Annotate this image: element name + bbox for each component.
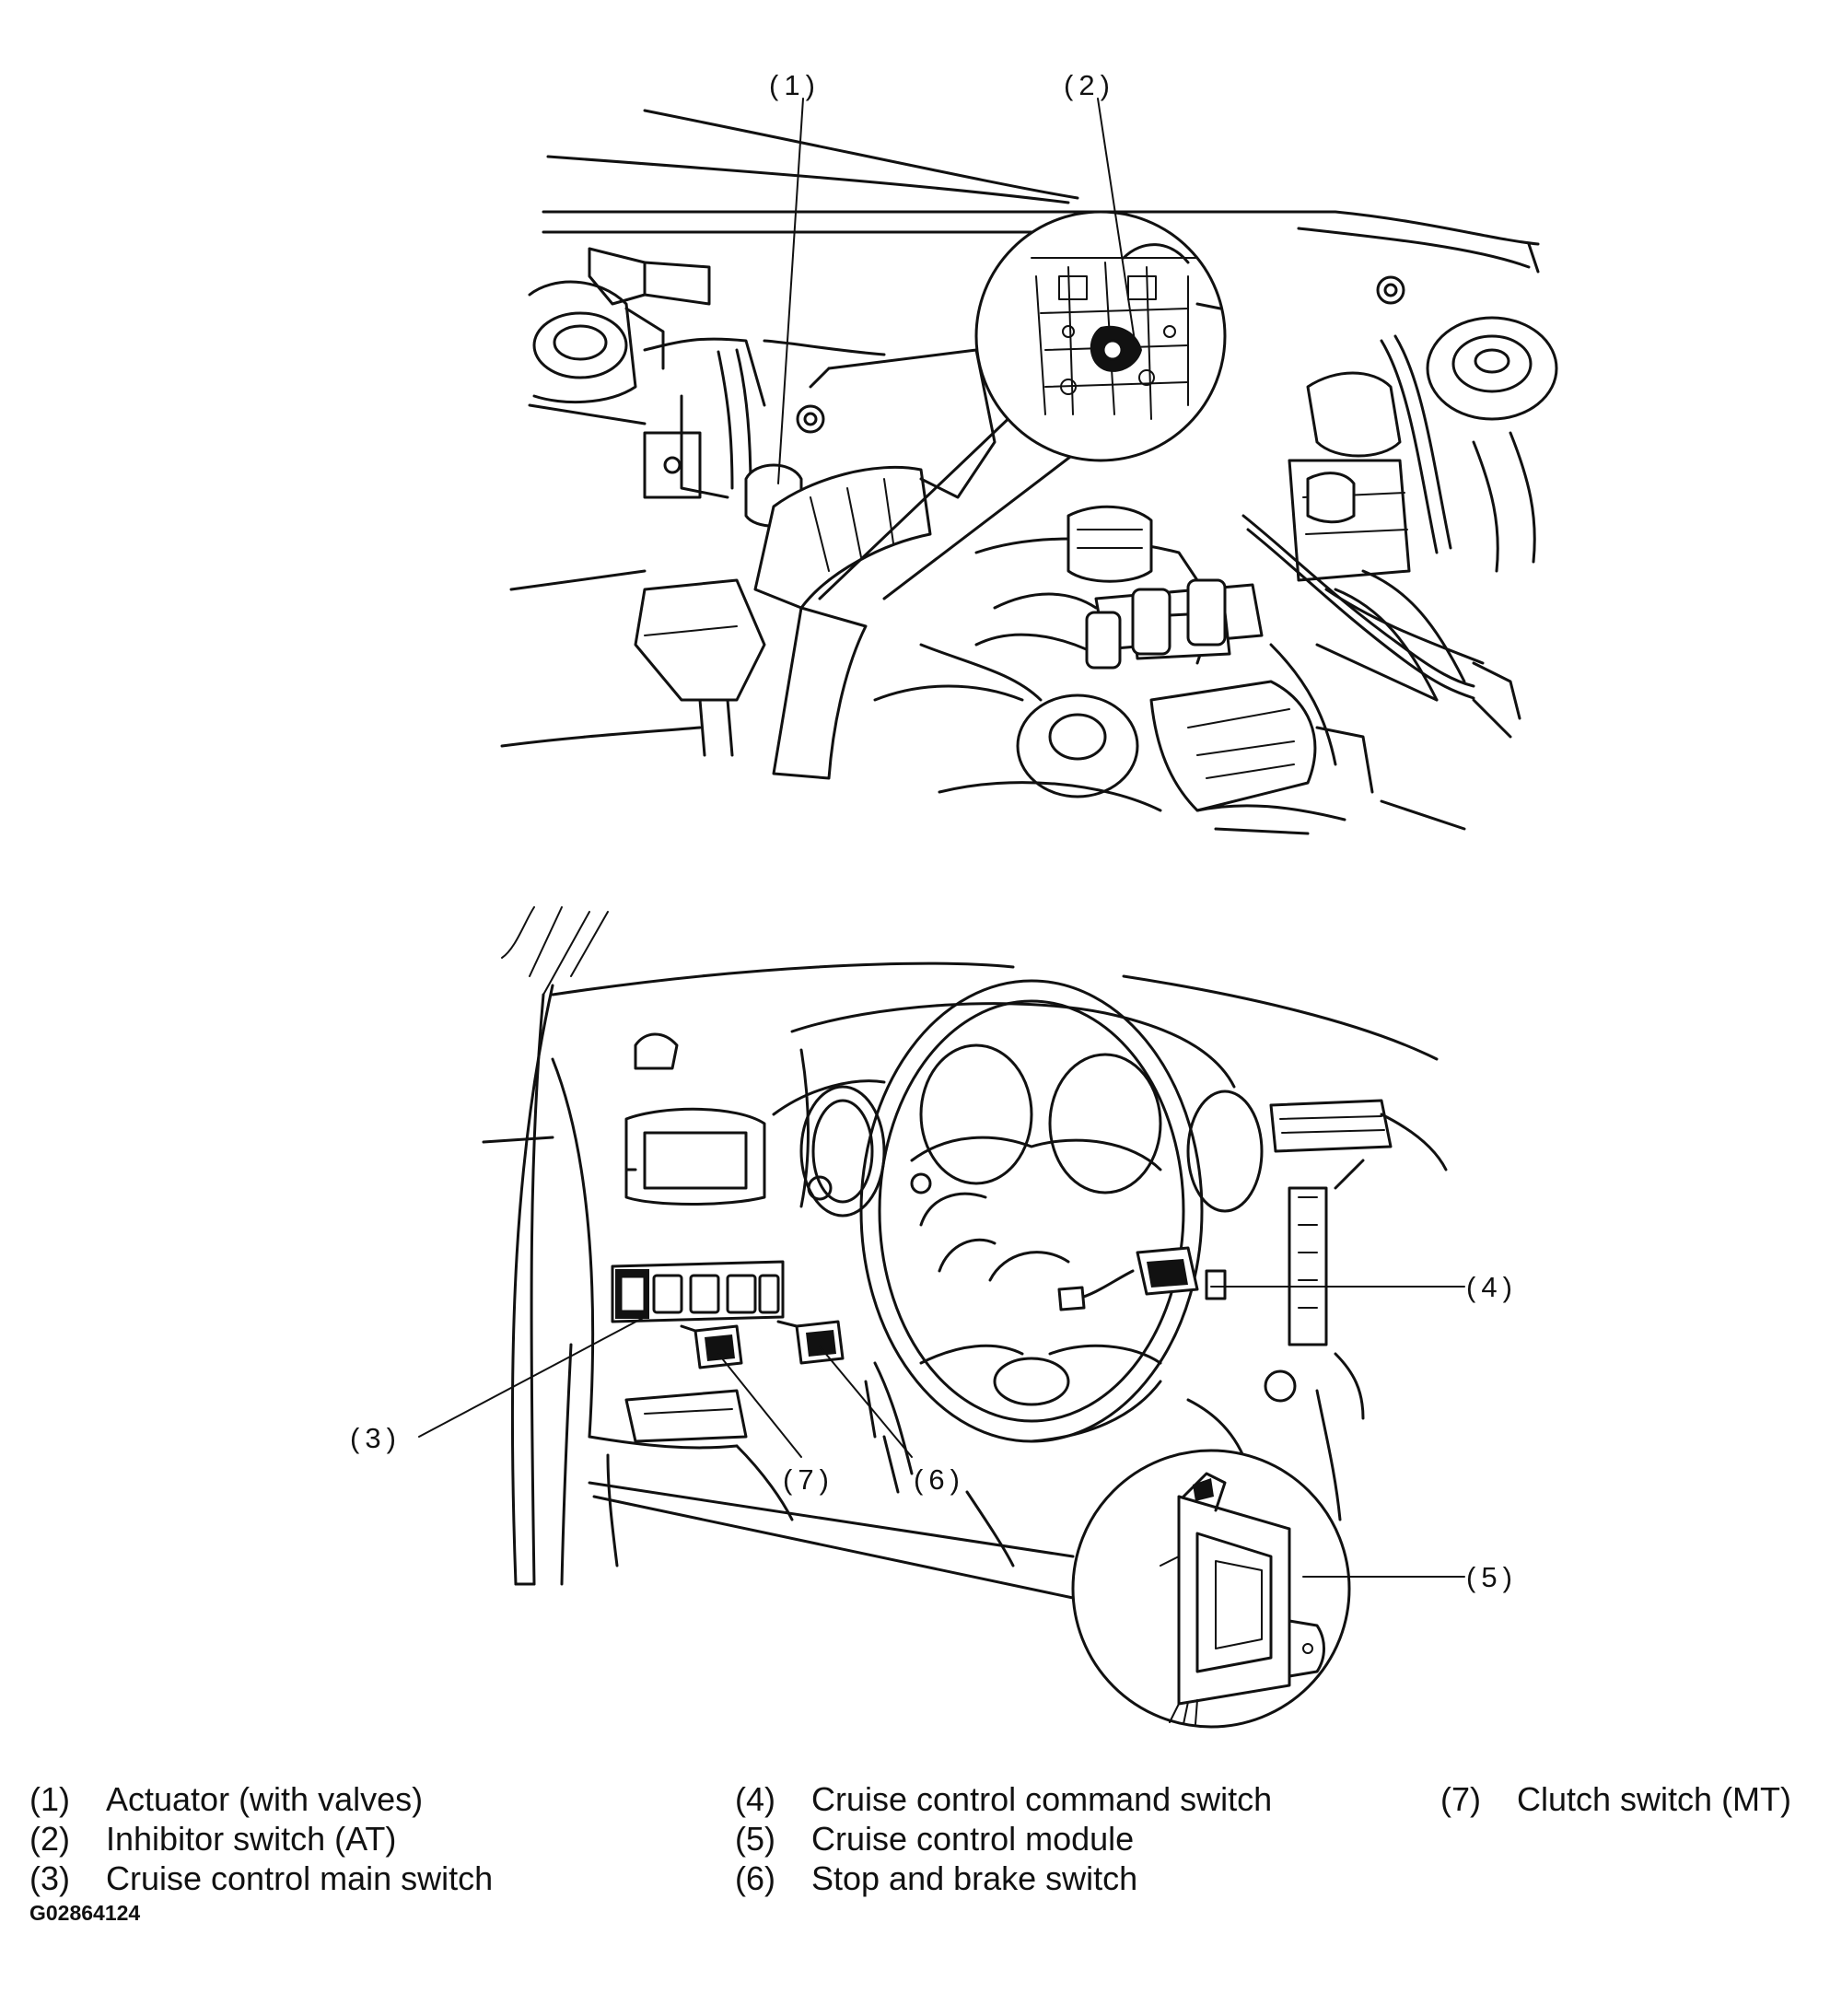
- cruise-control-module-inset: [588, 1449, 1351, 1729]
- legend-number: (5): [735, 1820, 775, 1858]
- legend-number: (6): [735, 1859, 775, 1897]
- callout-label-6: (6): [914, 1463, 965, 1496]
- legend-number: (7): [1440, 1780, 1481, 1818]
- legend-number: (3): [29, 1859, 70, 1897]
- legend-label: Inhibitor switch (AT): [106, 1820, 397, 1858]
- legend-number: (4): [735, 1780, 775, 1818]
- legend-label: Cruise control main switch: [106, 1859, 494, 1897]
- legend-label: Cruise control module: [811, 1820, 1135, 1858]
- figure-code: G02864124: [29, 1901, 141, 1925]
- legend-item: (7) Clutch switch (MT): [1440, 1779, 1809, 1819]
- engine-bay-illustration: [500, 109, 1558, 835]
- inhibitor-switch-inset: [818, 210, 1227, 600]
- legend-item: (4) Cruise control command switch: [735, 1779, 1380, 1819]
- legend-number: (1): [29, 1780, 70, 1818]
- legend-item: (1) Actuator (with valves): [29, 1779, 674, 1819]
- legend-item: (2) Inhibitor switch (AT): [29, 1819, 674, 1859]
- leader-line-7: [717, 1353, 802, 1458]
- legend-column-1: (1) Actuator (with valves) (2) Inhibitor…: [29, 1779, 674, 1898]
- callout-label-1: (1): [769, 69, 821, 101]
- callout-label-2: (2): [1064, 69, 1115, 101]
- callout-label-3: (3): [350, 1422, 402, 1454]
- legend-label: Clutch switch (MT): [1517, 1780, 1792, 1818]
- legend-label: Stop and brake switch: [811, 1859, 1138, 1897]
- legend-item: (6) Stop and brake switch: [735, 1859, 1380, 1898]
- leader-line-6: [819, 1346, 913, 1458]
- legend-item: (5) Cruise control module: [735, 1819, 1380, 1859]
- leader-line-1: [777, 98, 804, 484]
- legend-item: (3) Cruise control main switch: [29, 1859, 674, 1898]
- dashboard-illustration: [482, 906, 1448, 1586]
- legend-number: (2): [29, 1820, 70, 1858]
- legend-label: Cruise control command switch: [811, 1780, 1273, 1818]
- leader-line-2: [1097, 98, 1136, 342]
- leader-line-3: [418, 1316, 646, 1438]
- legend-label: Actuator (with valves): [106, 1780, 424, 1818]
- legend-column-2: (4) Cruise control command switch (5) Cr…: [735, 1779, 1380, 1898]
- callout-label-4: (4): [1466, 1271, 1518, 1303]
- callout-label-5: (5): [1466, 1561, 1518, 1593]
- callout-label-7: (7): [783, 1463, 834, 1496]
- legend-column-3: (7) Clutch switch (MT): [1440, 1779, 1809, 1819]
